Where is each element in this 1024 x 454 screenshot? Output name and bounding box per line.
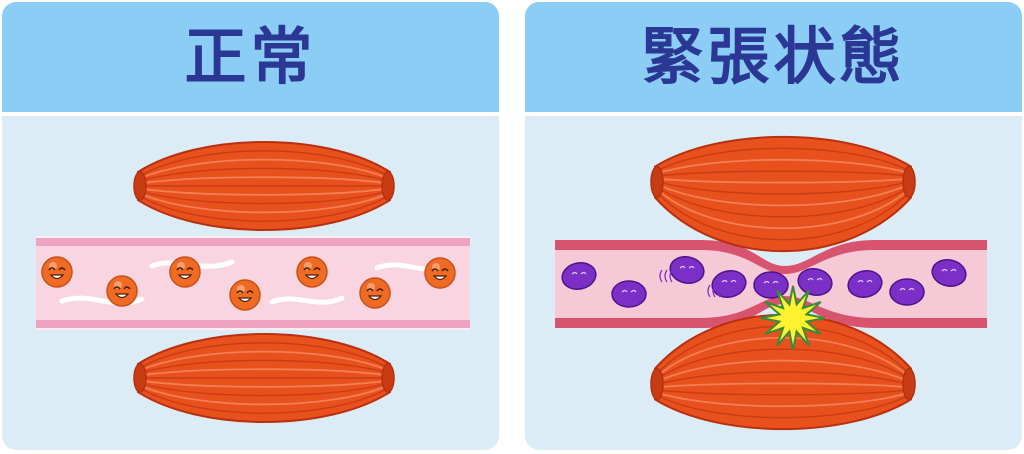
purple-blood-cell-icon (611, 280, 647, 308)
panel-tense-header: 緊張状態 (525, 2, 1022, 116)
motion-lines (659, 269, 673, 283)
purple-blood-cell-icon (847, 270, 883, 298)
motion-lines (707, 284, 721, 298)
purple-blood-cell-icon (669, 256, 705, 284)
muscle (650, 313, 916, 430)
normal-illustration (36, 141, 470, 423)
smiling-blood-cell-icon (229, 279, 261, 311)
smiling-blood-cell-icon (296, 256, 328, 288)
panel-normal-title: 正常 (184, 20, 317, 93)
muscle (650, 136, 916, 253)
muscle (133, 141, 395, 231)
purple-blood-cell-icon (561, 262, 597, 290)
panel-tense: 緊張状態 (525, 2, 1022, 450)
smiling-blood-cell-icon (41, 256, 73, 288)
smiling-blood-cell-icon (106, 275, 138, 307)
purple-blood-cell-icon (931, 259, 967, 287)
pain-burst-icon (760, 285, 826, 351)
smiling-blood-cell-icon (169, 256, 201, 288)
flow-streak (269, 295, 345, 305)
purple-blood-cell-icon (889, 278, 925, 306)
purple-blood-cell-icon (753, 271, 789, 299)
purple-blood-cell-icon (711, 270, 747, 298)
panel-normal-header: 正常 (2, 2, 499, 116)
panel-tense-title: 緊張状態 (641, 20, 906, 93)
smiling-blood-cell-icon (424, 257, 456, 289)
panel-normal: 正常 (2, 2, 499, 450)
smiling-blood-cell-icon (359, 277, 391, 309)
muscle (133, 333, 395, 423)
purple-blood-cell-icon (797, 268, 833, 296)
tense-illustration (555, 136, 987, 430)
